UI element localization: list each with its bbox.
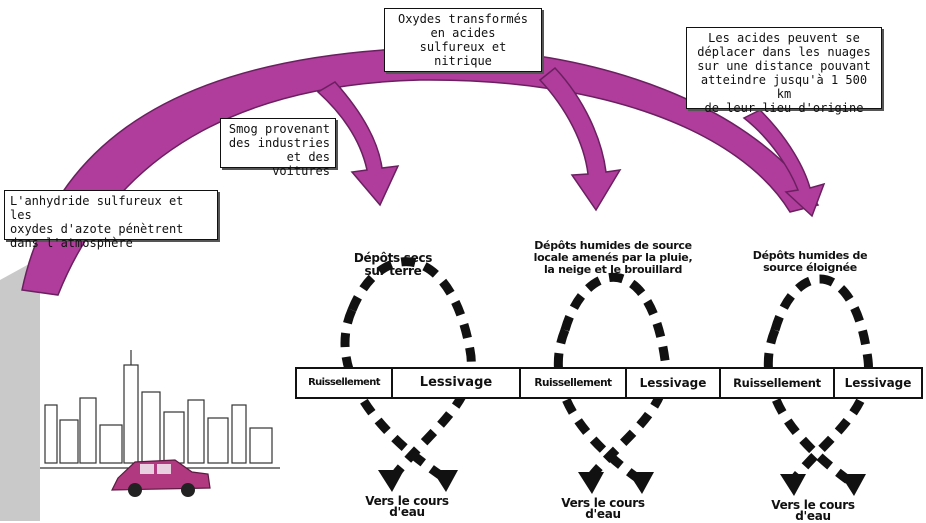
runoff-label-1: Ruissellement: [308, 377, 380, 388]
oxides-transformed-box: Oxydes transformés en acides sulfureux e…: [384, 8, 542, 72]
grey-wall: [0, 258, 40, 521]
leaching-label-1: Lessivage: [419, 375, 493, 390]
wet-local-deposit-label: Dépôts humides de source locale amenés p…: [533, 239, 693, 276]
runoff-band: [295, 367, 923, 399]
car-icon: [111, 459, 211, 497]
to-river-label-3: Vers le cours d'eau: [771, 498, 855, 523]
to-river-label-2: Vers le cours d'eau: [561, 496, 645, 521]
runoff-label-3: Ruissellement: [733, 376, 821, 390]
leaching-label-2: Lessivage: [639, 376, 707, 390]
cycle-loop-wet-local: [553, 273, 671, 484]
city-skyline-icon: [40, 350, 280, 469]
cycle-loop-wet-remote: [763, 274, 873, 484]
arrow-wet-remote: [742, 109, 826, 218]
dry-deposit-label: Dépôts secs sur terre: [353, 251, 433, 278]
leaching-label-3: Lessivage: [844, 376, 912, 390]
runoff-label-2: Ruissellement: [534, 377, 612, 389]
arrow-wet-local: [538, 66, 622, 212]
acid-travel-box: Les acides peuvent se déplacer dans les …: [686, 27, 882, 115]
emission-box: L'anhydride sulfureux et les oxydes d'az…: [4, 190, 218, 250]
band-dividers: [391, 368, 835, 398]
transport-arc: [21, 47, 820, 296]
wet-remote-deposit-label: Dépôts humides de source éloignée: [752, 249, 868, 274]
arrow-dry-deposit: [316, 81, 400, 207]
river-arrowheads: [378, 470, 866, 496]
to-river-label-1: Vers le cours d'eau: [365, 494, 449, 519]
smog-box: Smog provenant des industries et des voi…: [220, 118, 336, 178]
